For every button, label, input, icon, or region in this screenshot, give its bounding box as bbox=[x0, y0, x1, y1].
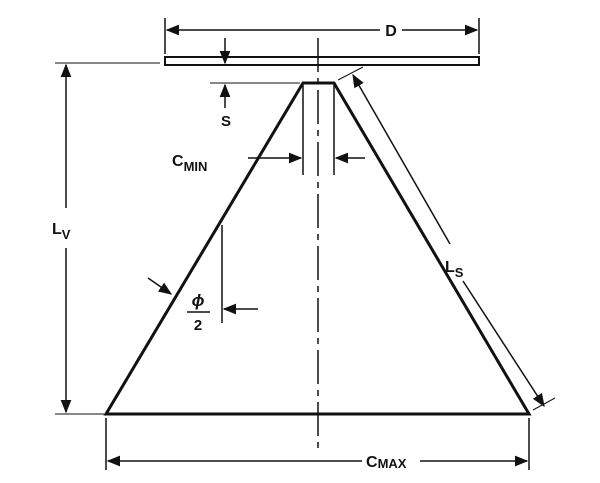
phi-arrow-left bbox=[147, 277, 173, 295]
ls-dim-top bbox=[352, 73, 451, 245]
lv-label-sub: V bbox=[62, 227, 71, 242]
lv-label-main: L bbox=[52, 221, 62, 238]
ls-label-sub: S bbox=[455, 265, 464, 280]
cmax-label: CMAX bbox=[366, 454, 407, 471]
cmax-label-main: C bbox=[366, 454, 378, 471]
s-label: S bbox=[221, 113, 231, 130]
phi-denominator: 2 bbox=[194, 317, 202, 334]
ls-ext-top bbox=[337, 66, 364, 81]
cone-outline bbox=[103, 81, 532, 416]
lv-label: LV bbox=[52, 221, 71, 242]
ls-label: LS bbox=[445, 259, 464, 280]
phi-numerator: ϕ bbox=[192, 291, 205, 310]
cmax-label-sub: MAX bbox=[378, 456, 407, 471]
d-label: D bbox=[385, 23, 397, 40]
cmin-label-main: C bbox=[172, 153, 184, 170]
ls-dim-bottom bbox=[462, 280, 545, 408]
cmin-label: CMIN bbox=[172, 153, 207, 174]
ls-label-main: L bbox=[445, 259, 455, 276]
ls-ext-bottom bbox=[532, 397, 556, 411]
disk-plate bbox=[164, 56, 480, 66]
cmin-label-sub: MIN bbox=[184, 159, 208, 174]
